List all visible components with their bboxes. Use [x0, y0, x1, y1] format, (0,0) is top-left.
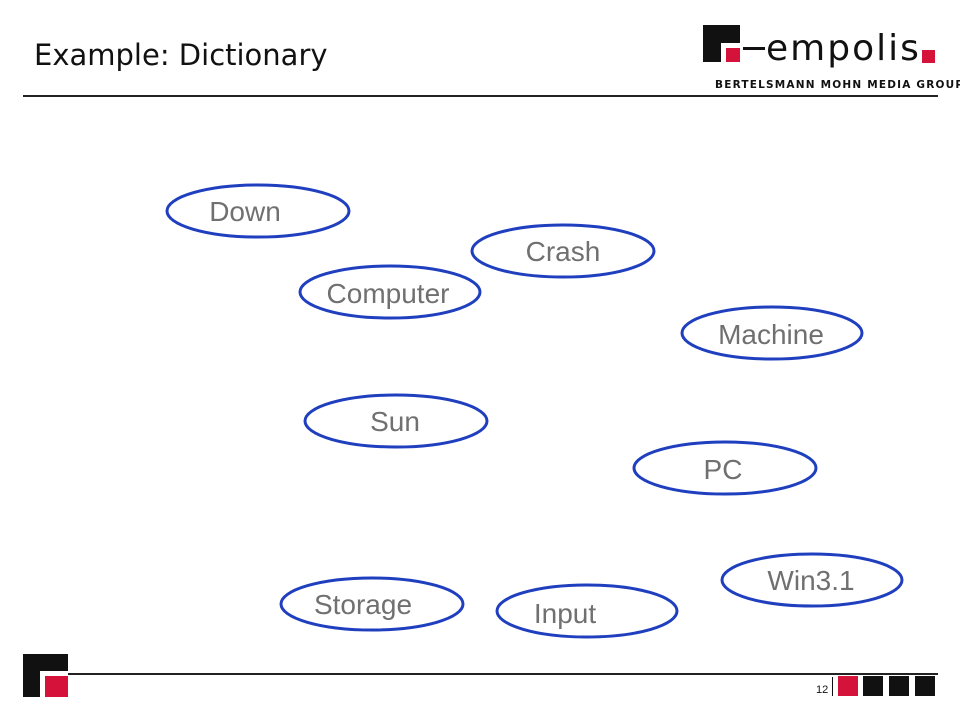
node-outline: [720, 552, 904, 608]
footer-rule: [68, 673, 938, 675]
node-computer: Computer: [298, 264, 482, 320]
footer-box-black: [889, 676, 909, 696]
footer-box-black: [863, 676, 883, 696]
header-rule: [23, 95, 938, 97]
node-label: Machine: [718, 319, 824, 350]
node-label: PC: [704, 454, 743, 485]
logo-wordmark: empolis: [766, 28, 921, 69]
page-divider: [832, 677, 833, 696]
node-outline: [165, 183, 351, 239]
node-win31: Win3.1: [720, 552, 904, 608]
footer-box-black: [915, 676, 935, 696]
node-outline: [680, 305, 864, 361]
node-outline: [470, 223, 656, 279]
logo-tagline: BERTELSMANN MOHN MEDIA GROUP: [715, 79, 960, 91]
node-down: Down: [165, 183, 351, 239]
page-number: 12: [816, 684, 829, 696]
footer-mark-red: [45, 676, 68, 697]
node-crash: Crash: [470, 223, 656, 279]
node-label: Input: [534, 598, 596, 629]
slide-title: Example: Dictionary: [34, 38, 328, 72]
node-outline: [303, 393, 489, 449]
node-storage: Storage: [279, 576, 465, 632]
logo-line: [743, 47, 765, 50]
node-outline: [298, 264, 482, 320]
logo-mark-red: [726, 48, 740, 62]
node-label: Crash: [526, 236, 601, 267]
node-label: Storage: [314, 589, 412, 620]
empolis-logo: empolis BERTELSMANN MOHN MEDIA GROUP: [703, 25, 960, 95]
logo-red-dot: [922, 50, 935, 63]
footer-box-red: [838, 676, 858, 696]
node-machine: Machine: [680, 305, 864, 361]
node-label: Win3.1: [767, 565, 854, 596]
node-sun: Sun: [303, 393, 489, 449]
node-outline: [495, 583, 679, 639]
node-outline: [279, 576, 465, 632]
node-label: Sun: [370, 406, 420, 437]
node-label: Down: [209, 196, 281, 227]
node-label: Computer: [327, 278, 450, 309]
node-pc: PC: [632, 440, 818, 496]
node-input: Input: [495, 583, 679, 639]
node-outline: [632, 440, 818, 496]
